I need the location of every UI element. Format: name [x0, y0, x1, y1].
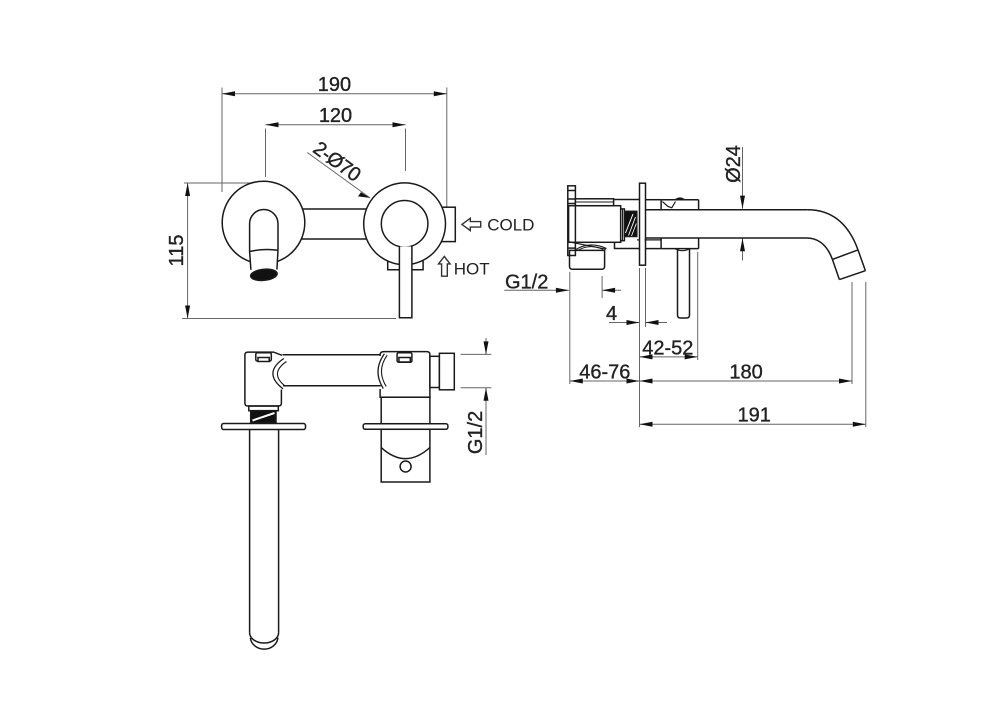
- svg-text:G1/2: G1/2: [505, 272, 548, 294]
- svg-text:191: 191: [738, 405, 771, 427]
- svg-text:190: 190: [318, 74, 351, 96]
- svg-text:42-52: 42-52: [642, 338, 693, 360]
- svg-text:HOT: HOT: [454, 259, 490, 278]
- svg-text:120: 120: [319, 105, 352, 127]
- svg-text:4: 4: [606, 303, 617, 325]
- svg-text:Ø24: Ø24: [723, 145, 745, 183]
- svg-text:115: 115: [166, 235, 188, 267]
- svg-text:46-76: 46-76: [579, 362, 630, 384]
- svg-text:G1/2: G1/2: [465, 411, 487, 454]
- svg-text:180: 180: [729, 362, 762, 384]
- svg-text:COLD: COLD: [487, 216, 534, 235]
